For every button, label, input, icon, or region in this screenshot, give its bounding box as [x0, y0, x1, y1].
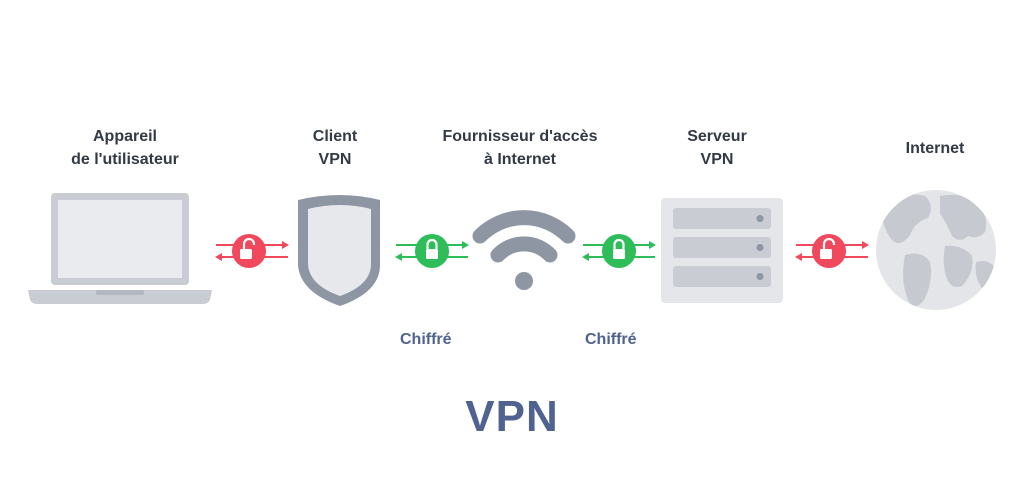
isp-label-line2: à Internet [483, 151, 556, 168]
lock-open-icon [820, 237, 836, 259]
link-3-connector [582, 234, 656, 268]
lock-closed-icon [613, 238, 625, 259]
globe-icon [876, 190, 996, 310]
server-icon [661, 198, 783, 303]
diagram-title: VPN [465, 392, 559, 441]
server-label-line2: VPN [700, 151, 734, 168]
laptop-icon [28, 193, 212, 304]
shield-icon [298, 195, 380, 306]
client-label-line1: Client [312, 128, 358, 145]
link-1-connector [215, 234, 289, 268]
lock-open-icon [240, 237, 256, 259]
isp-label: Fournisseur d'accès à Internet [415, 125, 625, 171]
isp-label-line1: Fournisseur d'accès [442, 128, 598, 145]
client-label-line2: VPN [318, 151, 352, 168]
device-label-line1: Appareil [92, 128, 157, 145]
link-2-caption: Chiffré [400, 331, 452, 348]
device-label: Appareil de l'utilisateur [40, 125, 210, 171]
device-label-line2: de l'utilisateur [71, 151, 179, 168]
internet-label-line1: Internet [905, 140, 965, 157]
server-label-line1: Serveur [687, 128, 747, 145]
link-2-connector [395, 234, 469, 268]
link-4-connector [795, 234, 869, 268]
internet-label: Internet [870, 137, 1000, 160]
server-label: Serveur VPN [652, 125, 782, 171]
client-label: Client VPN [270, 125, 400, 171]
link-3-caption: Chiffré [585, 331, 637, 348]
lock-closed-icon [426, 238, 438, 259]
wifi-icon [472, 210, 576, 290]
